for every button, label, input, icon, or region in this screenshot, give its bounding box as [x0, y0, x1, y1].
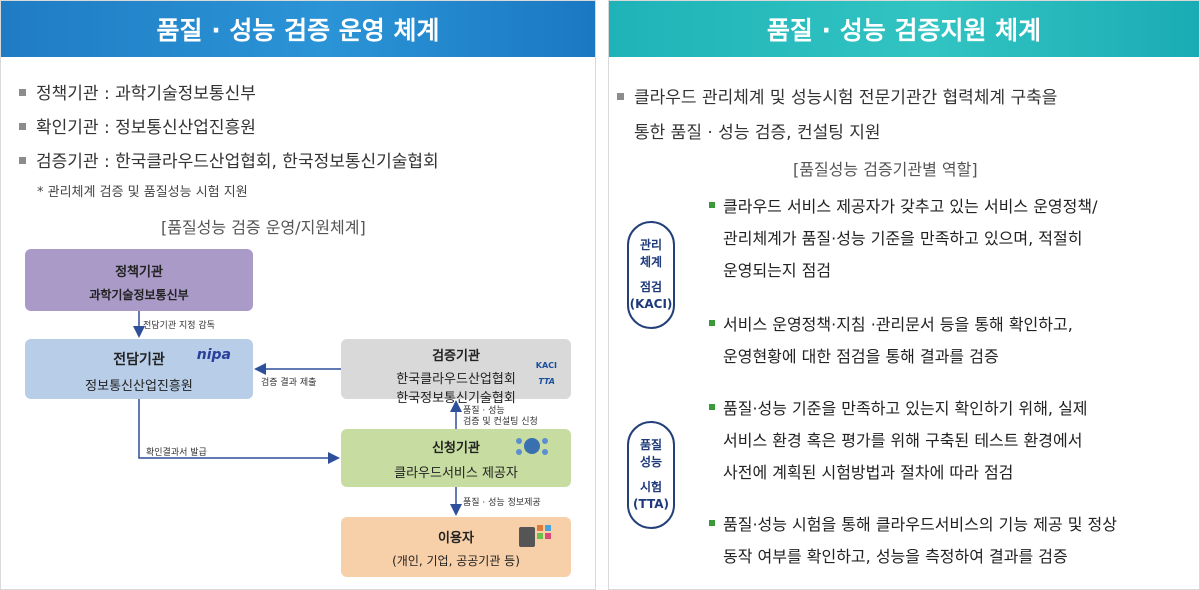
- item-line: 운영현황에 대한 점검을 통해 결과를 검증: [723, 347, 999, 366]
- node-sub: (개인, 기업, 공공기관 등): [392, 554, 520, 568]
- item-line: 동작 여부를 확인하고, 성능을 측정하여 결과를 검증: [723, 547, 1068, 566]
- item-line: 서비스 환경 혹은 평가를 위해 구축된 테스트 환경에서: [723, 431, 1083, 450]
- right-panel: 품질 · 성능 검증지원 체계 클라우드 관리체계 및 성능시험 전문기관간 협…: [608, 0, 1200, 590]
- node-user: 이용자 (개인, 기업, 공공기관 등): [341, 517, 571, 577]
- label-request-1: 품질 · 성능: [463, 406, 505, 416]
- kaci-logo: KACI: [535, 361, 557, 370]
- pill-text: 관리: [639, 238, 663, 252]
- devices-icon: [519, 525, 551, 547]
- bullet-square-icon: [709, 519, 715, 526]
- node-title: 이용자: [438, 531, 474, 546]
- pill-text: 품질: [639, 438, 663, 452]
- pill-text: 점검: [639, 280, 663, 294]
- bullet-text: 정책기관 : 과학기술정보통신부: [36, 84, 256, 104]
- tta-logo: TTA: [538, 377, 555, 386]
- role-item-3: 품질·성능 기준을 만족하고 있는지 확인하기 위해, 실제 서비스 환경 혹은…: [709, 393, 1088, 489]
- bullet-square-icon: [19, 88, 26, 96]
- node-sub-1: 한국클라우드산업협회: [396, 372, 516, 387]
- cloud-network-icon: [516, 438, 548, 455]
- bullet-square-icon: [617, 92, 624, 100]
- bullet-square-icon: [709, 403, 715, 410]
- pill-text: 체계: [639, 255, 663, 269]
- node-policy: 정책기관 과학기술정보통신부: [25, 249, 253, 311]
- bullet-square-icon: [19, 122, 26, 130]
- role-item-4: 품질·성능 시험을 통해 클라우드서비스의 기능 제공 및 정상 동작 여부를 …: [709, 509, 1117, 573]
- arrow-issue: [138, 399, 340, 464]
- label-submit: 검증 결과 제출: [261, 378, 317, 388]
- item-line: 운영되는지 점검: [723, 261, 832, 280]
- role-item-2: 서비스 운영정책·지침 ·관리문서 등을 통해 확인하고, 운영현황에 대한 점…: [709, 309, 1073, 373]
- pill-text: (KACI): [629, 297, 673, 311]
- label-provide: 품질 · 성능 정보제공: [463, 498, 541, 508]
- item-line: 품질·성능 시험을 통해 클라우드서비스의 기능 제공 및 정상: [723, 515, 1117, 534]
- item-line: 품질·성능 기준을 만족하고 있는지 확인하기 위해, 실제: [723, 399, 1088, 418]
- bullet-policy: 정책기관 : 과학기술정보통신부: [19, 79, 256, 104]
- label-issue: 확인결과서 발급: [146, 448, 207, 458]
- label-request-2: 검증 및 컨설팅 신청: [463, 417, 538, 427]
- pill-text: 성능: [639, 455, 663, 469]
- item-line: 클라우드 서비스 제공자가 갖추고 있는 서비스 운영정책/: [723, 197, 1098, 216]
- node-sub: 클라우드서비스 제공자: [394, 466, 518, 481]
- node-apply: 신청기관 클라우드서비스 제공자: [341, 429, 571, 487]
- left-panel: 품질 · 성능 검증 운영 체계 정책기관 : 과학기술정보통신부 확인기관 :…: [0, 0, 596, 590]
- intro-line-2: 통한 품질 · 성능 검증, 컨설팅 지원: [634, 123, 881, 143]
- pill-quality: 품질 성능 시험 (TTA): [627, 421, 675, 529]
- nipa-logo: nipa: [196, 347, 231, 363]
- role-item-1: 클라우드 서비스 제공자가 갖추고 있는 서비스 운영정책/ 관리체계가 품질·…: [709, 191, 1097, 287]
- bullet-text: 확인기관 : 정보통신산업진흥원: [36, 118, 256, 138]
- bullet-text: 검증기관 : 한국클라우드산업협회, 한국정보통신기술협회: [36, 152, 439, 172]
- node-title: 검증기관: [432, 349, 480, 364]
- node-sub: 정보통신산업진흥원: [85, 379, 193, 394]
- item-line: 관리체계가 품질·성능 기준을 만족하고 있으며, 적절히: [723, 229, 1083, 248]
- pill-text: (TTA): [633, 497, 669, 511]
- bullet-square-icon: [709, 319, 715, 326]
- bullet-confirm: 확인기관 : 정보통신산업진흥원: [19, 113, 256, 138]
- left-panel-title: 품질 · 성능 검증 운영 체계: [1, 1, 595, 57]
- bullet-square-icon: [709, 201, 715, 208]
- pill-text: 시험: [639, 480, 663, 494]
- node-agency: 전담기관 정보통신산업진흥원 nipa: [25, 339, 253, 399]
- node-title: 신청기관: [432, 441, 480, 456]
- label-designate: 전담기관 지정 감독: [143, 321, 215, 331]
- node-title: 전담기관: [113, 352, 165, 368]
- note: * 관리체계 검증 및 품질성능 시험 지원: [37, 185, 248, 200]
- pill-management: 관리 체계 점검 (KACI): [627, 221, 675, 329]
- node-title: 정책기관: [115, 265, 163, 280]
- right-caption: [품질성능 검증기관별 역할]: [793, 160, 978, 179]
- diagram-arrows: [133, 311, 462, 516]
- item-line: 사전에 계획된 시험방법과 절차에 따라 점검: [723, 463, 1014, 482]
- item-line: 서비스 운영정책·지침 ·관리문서 등을 통해 확인하고,: [723, 315, 1073, 334]
- node-verify: 검증기관 한국클라우드산업협회 한국정보통신기술협회 KACI TTA: [341, 339, 571, 406]
- node-sub-2: 한국정보통신기술협회: [396, 391, 516, 406]
- node-sub: 과학기술정보통신부: [89, 288, 189, 302]
- left-caption: [품질성능 검증 운영/지원체계]: [161, 218, 366, 237]
- intro-line-1: 클라우드 관리체계 및 성능시험 전문기관간 협력체계 구축을: [617, 83, 1057, 108]
- bullet-square-icon: [19, 156, 26, 164]
- right-panel-title: 품질 · 성능 검증지원 체계: [609, 1, 1199, 57]
- bullet-verify: 검증기관 : 한국클라우드산업협회, 한국정보통신기술협회: [19, 147, 439, 172]
- intro-text: 클라우드 관리체계 및 성능시험 전문기관간 협력체계 구축을: [634, 88, 1058, 108]
